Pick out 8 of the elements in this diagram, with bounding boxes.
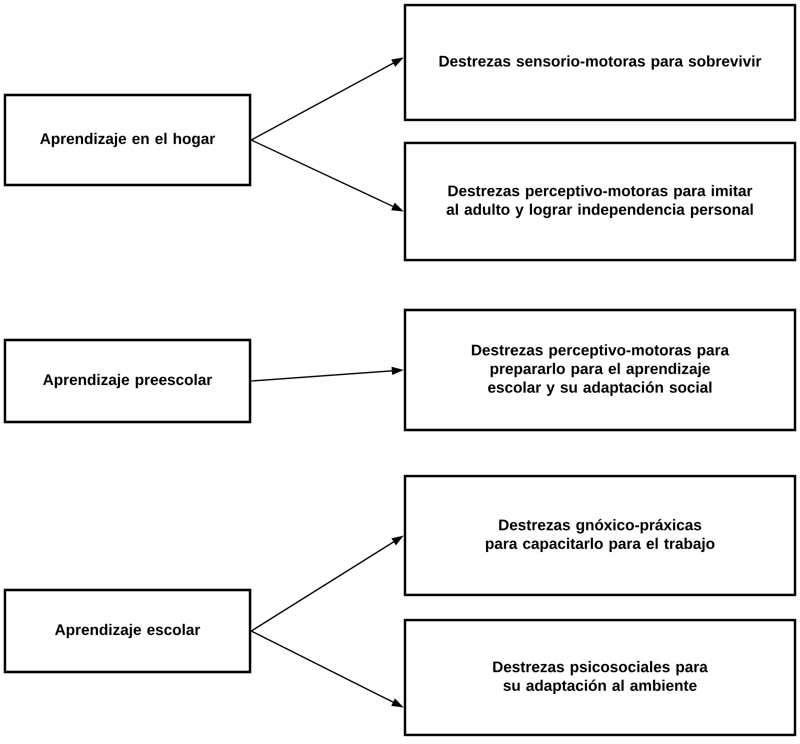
process-box: Destrezas gnóxico-práxicas para capacitarlo para el trabajo — [404, 474, 796, 596]
process-box: Destrezas psicosociales para su adaptación al ambiente — [404, 618, 796, 736]
process-box: Destrezas perceptivo-motoras para imitar al adulto y lograr independencia personal — [404, 142, 796, 262]
process-box: Aprendizaje escolar — [4, 588, 252, 674]
process-box: Destrezas perceptivo-motoras para prepararlo para el aprendizaje escolar y su adaptación social — [404, 308, 796, 432]
process-box: Aprendizaje en el hogar — [4, 94, 252, 186]
process-box: Aprendizaje preescolar — [4, 338, 252, 424]
process-box: Destrezas sensorio-motoras para sobrevivir — [404, 4, 796, 122]
